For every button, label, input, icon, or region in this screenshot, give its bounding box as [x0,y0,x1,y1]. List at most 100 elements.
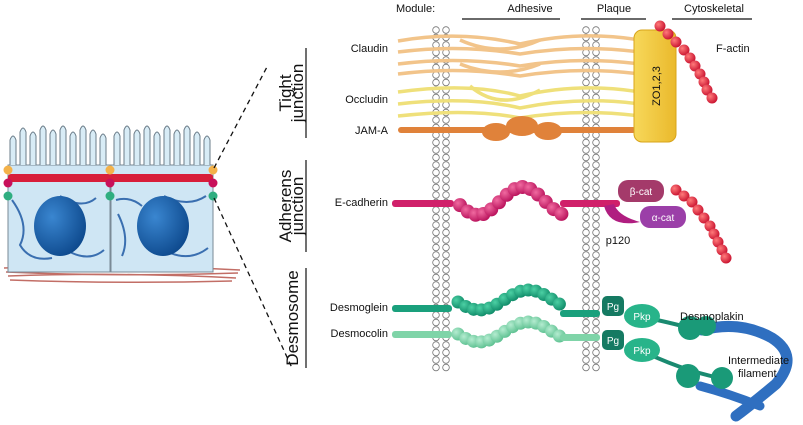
lipid-bead [582,213,590,222]
acat-protein [640,206,686,228]
lipid-bead [432,116,440,124]
lipid-bead [592,318,600,327]
lipid-bead [592,138,600,147]
pg-label-1: Pg [607,302,619,313]
lipid-bead [432,243,440,252]
lipid-bead [432,191,440,199]
lipid-bead [432,363,440,372]
pkp-protein-1 [624,304,660,328]
pkp-label-2: Pkp [633,346,651,357]
lipid-bead [432,236,440,244]
jama-protein [398,116,636,141]
lipid-bead [592,236,600,244]
lipid-bead [582,303,590,312]
lipid-bead [582,288,590,297]
lipid-bead [592,303,600,312]
lipid-bead [582,296,590,304]
tight-title-1: Tight [276,74,295,111]
lipid-bead [442,161,450,169]
membrane-left [432,26,450,372]
ecadherin-tail-left [392,200,454,207]
desmosome-title: Desmosome [283,270,302,365]
lipid-bead [582,26,590,34]
lipid-bead [432,221,440,229]
lipid-bead [442,191,450,199]
lipid-bead [582,168,590,177]
lipid-bead [592,326,600,334]
lipid-bead [582,318,590,327]
if-label-2: filament [738,368,777,380]
lipid-bead [442,251,450,259]
lipid-bead [432,296,440,304]
lipid-bead [582,236,590,244]
actin-bead [720,252,732,264]
lipid-bead [592,26,600,34]
zo-label: ZO1,2,3 [651,66,663,106]
module-header: Module: Adhesive Plaque Cytoskeletal [396,3,752,20]
lipid-bead [582,161,590,169]
section-titles: Tight junction junction Adherens junctio… [276,48,307,368]
pg-protein-1 [602,296,624,316]
lipid-bead [592,116,600,124]
desmoglein-bead [552,297,566,311]
lipid-bead [592,161,600,169]
lipid-bead [432,206,440,214]
lipid-bead [582,138,590,147]
lipid-bead [592,168,600,177]
lipid-bead [432,356,440,364]
lipid-bead [582,191,590,199]
nucleus-left [34,196,86,256]
lipid-bead [442,363,450,372]
actin-bead [678,44,690,56]
f-actin-filament [654,20,718,104]
lipid-bead [592,71,600,79]
lipid-bead [592,146,600,154]
lipid-bead [592,101,600,109]
pkp-label-1: Pkp [633,312,651,323]
occludin-strands [397,84,641,120]
lipid-bead [432,183,440,192]
lipid-bead [582,266,590,274]
lipid-bead [592,78,600,87]
actin-belt [8,174,213,182]
lipid-bead [582,326,590,334]
desmoglein-tail [392,305,452,312]
lipid-bead [592,356,600,364]
p120-protein [604,204,640,224]
lipid-bead [582,101,590,109]
lipid-bead [432,288,440,297]
lipid-bead [432,71,440,79]
lipid-bead [582,71,590,79]
pg-label-2: Pg [607,336,619,347]
lipid-bead [442,183,450,192]
actin-bead [701,84,713,96]
lipid-bead [592,221,600,229]
lipid-bead [582,78,590,87]
claudin-strands [397,34,641,78]
lipid-bead [442,221,450,229]
lipid-bead [442,228,450,237]
desmoglein-beads [451,283,566,317]
desmocolin-beads [451,315,566,349]
lipid-bead [442,213,450,222]
actin-bead [684,52,696,64]
lipid-bead [442,26,450,34]
lipid-bead [582,258,590,267]
lipid-bead [442,266,450,274]
adherens-title-1: Adherens [276,170,295,243]
lipid-bead [592,243,600,252]
junction-dots [3,165,218,201]
cytoskeletal-label: Cytoskeletal [684,3,744,15]
lipid-bead [442,116,450,124]
lipid-bead [582,281,590,289]
lipid-bead [592,296,600,304]
lipid-bead [592,251,600,259]
actin-bead [706,92,718,104]
pkp-protein-2 [624,338,660,362]
tight-title-2-visible: junction [288,64,307,124]
bcat-label: β-cat [630,187,653,198]
adherens-actin [670,184,732,264]
lipid-bead [582,341,590,349]
lipid-bead [442,318,450,327]
